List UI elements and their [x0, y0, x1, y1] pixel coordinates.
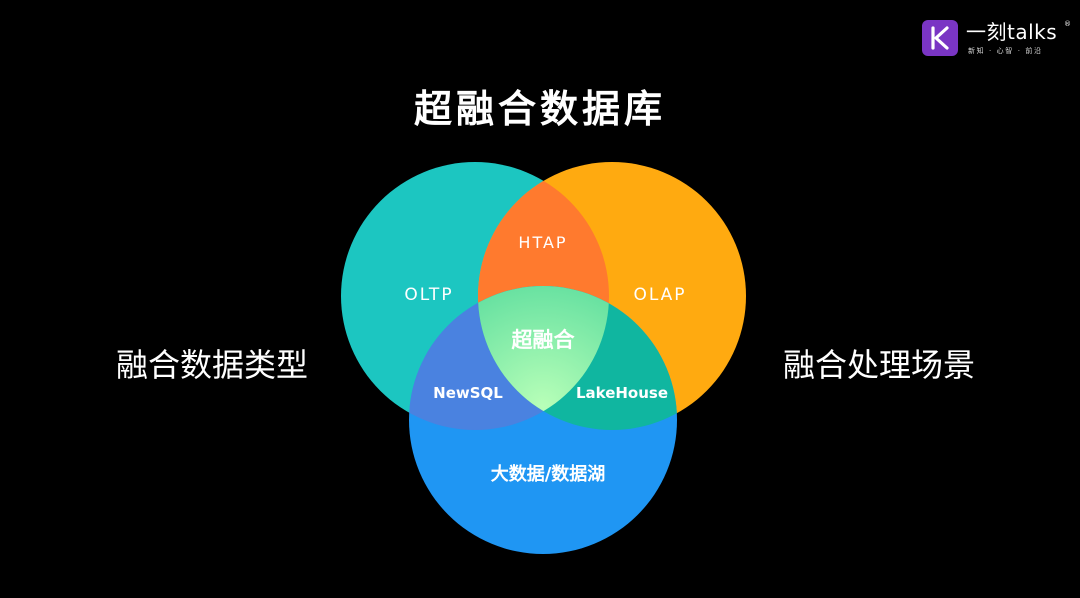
brand-logo: 一刻talks ® 新知 · 心智 · 前沿: [922, 20, 1072, 60]
oltp-label: OLTP: [404, 285, 453, 305]
htap-label: HTAP: [518, 233, 567, 252]
registered-mark: ®: [1064, 20, 1071, 28]
page-title: 超融合数据库: [413, 87, 666, 131]
left-side-label: 融合数据类型: [116, 346, 309, 384]
brand-tagline: 新知 · 心智 · 前沿: [968, 47, 1043, 55]
center-label: 超融合: [512, 328, 576, 352]
right-side-label: 融合处理场景: [783, 346, 976, 384]
olap-label: OLAP: [633, 285, 686, 305]
bigdata-label: 大数据/数据湖: [491, 463, 606, 485]
newsql-label: NewSQL: [433, 384, 503, 402]
k-logo-icon: [922, 20, 958, 56]
lakehouse-label: LakeHouse: [576, 384, 668, 402]
brand-name: 一刻talks: [966, 20, 1058, 44]
